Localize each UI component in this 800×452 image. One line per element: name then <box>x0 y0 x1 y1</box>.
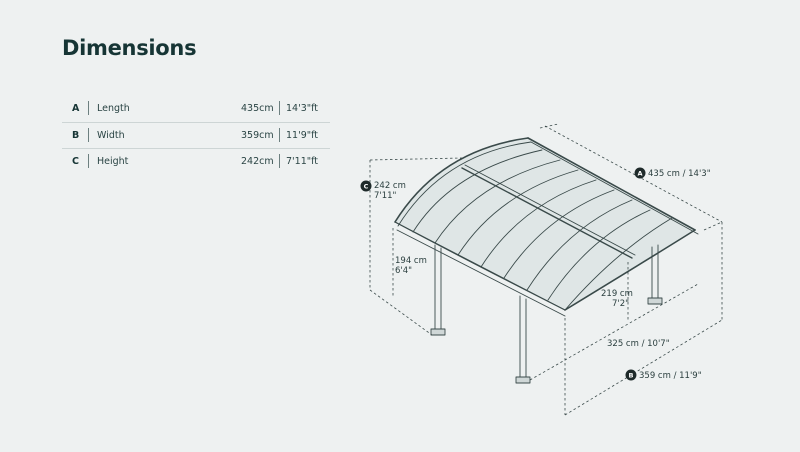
divider <box>279 101 280 115</box>
length-label: 435 cm / 14'3" <box>648 169 711 179</box>
dimension-row-width: B Width 359cm 11'9"ft <box>62 123 330 149</box>
badge-letter: A <box>637 170 642 178</box>
dimension-ft: 7'11"ft <box>286 156 319 167</box>
badge-letter: B <box>629 372 634 380</box>
dimension-cm: 435cm <box>241 103 274 114</box>
divider <box>88 154 89 168</box>
divider <box>88 101 89 115</box>
dimension-label: Width <box>97 129 125 141</box>
badge-length: A <box>634 167 646 179</box>
dimension-row-length: A Length 435cm 14'3"ft <box>62 96 330 123</box>
post-span-label: 325 cm / 10'7" <box>607 339 670 349</box>
height-ft-label: 7'11" <box>374 191 397 201</box>
dimension-ft: 14'3"ft <box>286 103 319 114</box>
post-height-ft-label: 7'2" <box>612 299 629 309</box>
badge-height: C <box>360 180 372 192</box>
dimension-label: Height <box>97 156 129 167</box>
divider <box>88 127 89 142</box>
dimension-row-height: C Height 242cm 7'11"ft <box>62 149 330 175</box>
height-cm-label: 242 cm <box>374 181 406 191</box>
dimension-key: C <box>72 156 79 167</box>
side-height-cm-label: 194 cm <box>395 256 427 266</box>
page-title: Dimensions <box>62 36 197 60</box>
badge-letter: C <box>364 183 369 191</box>
dimension-ft: 11'9"ft <box>286 129 319 141</box>
dimension-key: A <box>72 103 80 114</box>
dimension-key: B <box>72 129 80 141</box>
width-label: 359 cm / 11'9" <box>639 371 702 381</box>
dimension-cm: 359cm <box>241 129 274 141</box>
divider <box>279 154 280 168</box>
dimension-label: Length <box>97 103 130 114</box>
post-height-cm-label: 219 cm <box>601 289 633 299</box>
dimensions-table: A Length 435cm 14'3"ft B Width 359cm 11'… <box>62 96 330 175</box>
side-height-ft-label: 6'4" <box>395 266 412 276</box>
badge-width: B <box>625 369 637 381</box>
divider <box>279 127 280 142</box>
dimension-cm: 242cm <box>241 156 274 167</box>
